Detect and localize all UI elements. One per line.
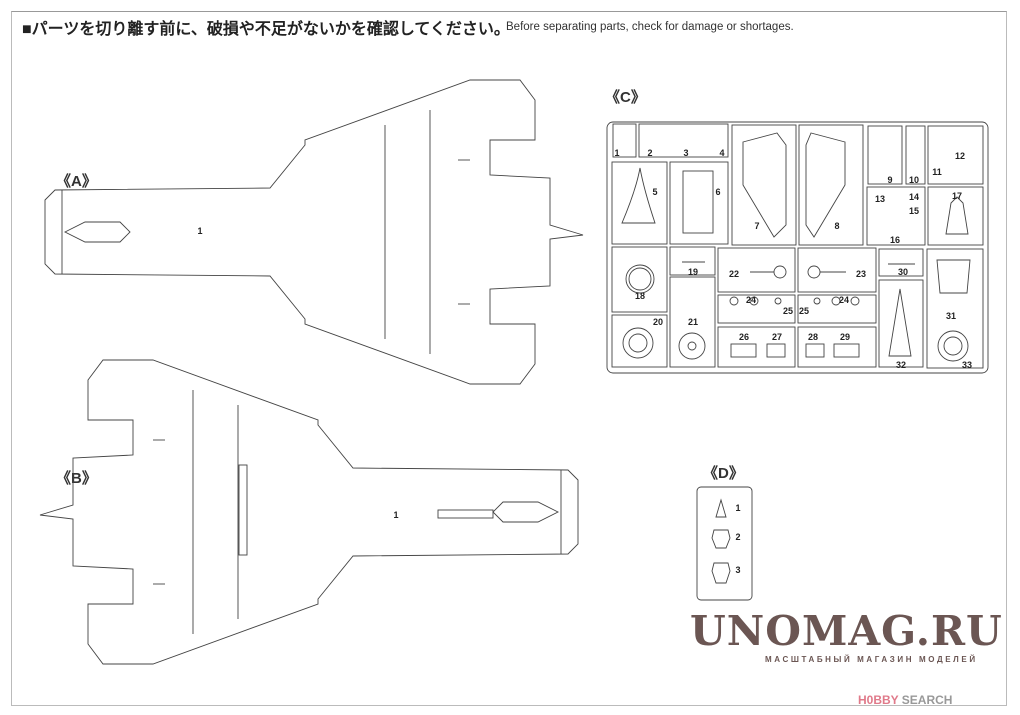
part-label-c: 25 (782, 306, 794, 316)
part-label-a1: 1 (197, 226, 203, 236)
part-label-c: 17 (951, 191, 963, 201)
hobby-text: H0BBY (858, 693, 899, 707)
part-label-b1: 1 (393, 510, 399, 520)
part-label-c: 22 (728, 269, 740, 279)
page-border (11, 11, 1007, 706)
part-label-c: 20 (652, 317, 664, 327)
part-label-c: 3 (683, 148, 689, 158)
sprue-b-label: 《B》 (56, 470, 97, 487)
hobby-search-credit: H0BBY SEARCH (858, 693, 952, 707)
part-label-c: 32 (895, 360, 907, 370)
sprue-a-fuselage-top (44, 79, 584, 385)
watermark-logo: UNOMAG.RU (690, 607, 1003, 655)
sprue-c-frame (606, 121, 989, 374)
part-label-d: 1 (735, 503, 741, 513)
part-label-c: 11 (932, 167, 942, 177)
part-label-c: 4 (719, 148, 725, 158)
part-label-c: 18 (634, 291, 646, 301)
instruction-heading-jp: ■パーツを切り離す前に、破損や不足がないかを確認してください。 (22, 21, 510, 38)
sprue-d-frame (696, 486, 753, 601)
part-label-c: 21 (687, 317, 699, 327)
part-label-c: 24 (745, 295, 757, 305)
part-label-c: 29 (839, 332, 851, 342)
part-label-c: 24 (838, 295, 850, 305)
part-label-d: 3 (735, 565, 741, 575)
part-label-c: 6 (715, 187, 721, 197)
part-label-c: 10 (908, 175, 920, 185)
part-label-c: 1 (614, 148, 620, 158)
part-label-c: 12 (954, 151, 966, 161)
sprue-b-fuselage-bottom (39, 359, 579, 665)
part-label-d: 2 (735, 532, 741, 542)
part-label-c: 7 (754, 221, 760, 231)
sprue-a-label: 《A》 (56, 173, 97, 190)
part-label-c: 28 (807, 332, 819, 342)
instruction-heading-en: Before separating parts, check for damag… (506, 21, 794, 33)
part-label-c: 2 (647, 148, 653, 158)
part-label-c: 27 (771, 332, 783, 342)
sprue-c-label: 《C》 (605, 89, 646, 106)
part-label-c: 5 (652, 187, 658, 197)
part-label-c: 16 (889, 235, 901, 245)
part-label-c: 9 (887, 175, 893, 185)
part-label-c: 8 (834, 221, 840, 231)
part-label-c: 23 (855, 269, 867, 279)
part-label-c: 15 (908, 206, 920, 216)
part-label-c: 33 (961, 360, 973, 370)
watermark-subtitle: МАСШТАБНЫЙ МАГАЗИН МОДЕЛЕЙ (765, 655, 978, 664)
part-label-c: 19 (687, 267, 699, 277)
part-label-c: 25 (798, 306, 810, 316)
sprue-d-label: 《D》 (703, 465, 744, 482)
search-text: SEARCH (898, 693, 953, 707)
part-label-c: 14 (908, 192, 920, 202)
part-label-c: 31 (945, 311, 957, 321)
part-label-c: 13 (874, 194, 886, 204)
part-label-c: 30 (897, 267, 909, 277)
part-label-c: 26 (738, 332, 750, 342)
